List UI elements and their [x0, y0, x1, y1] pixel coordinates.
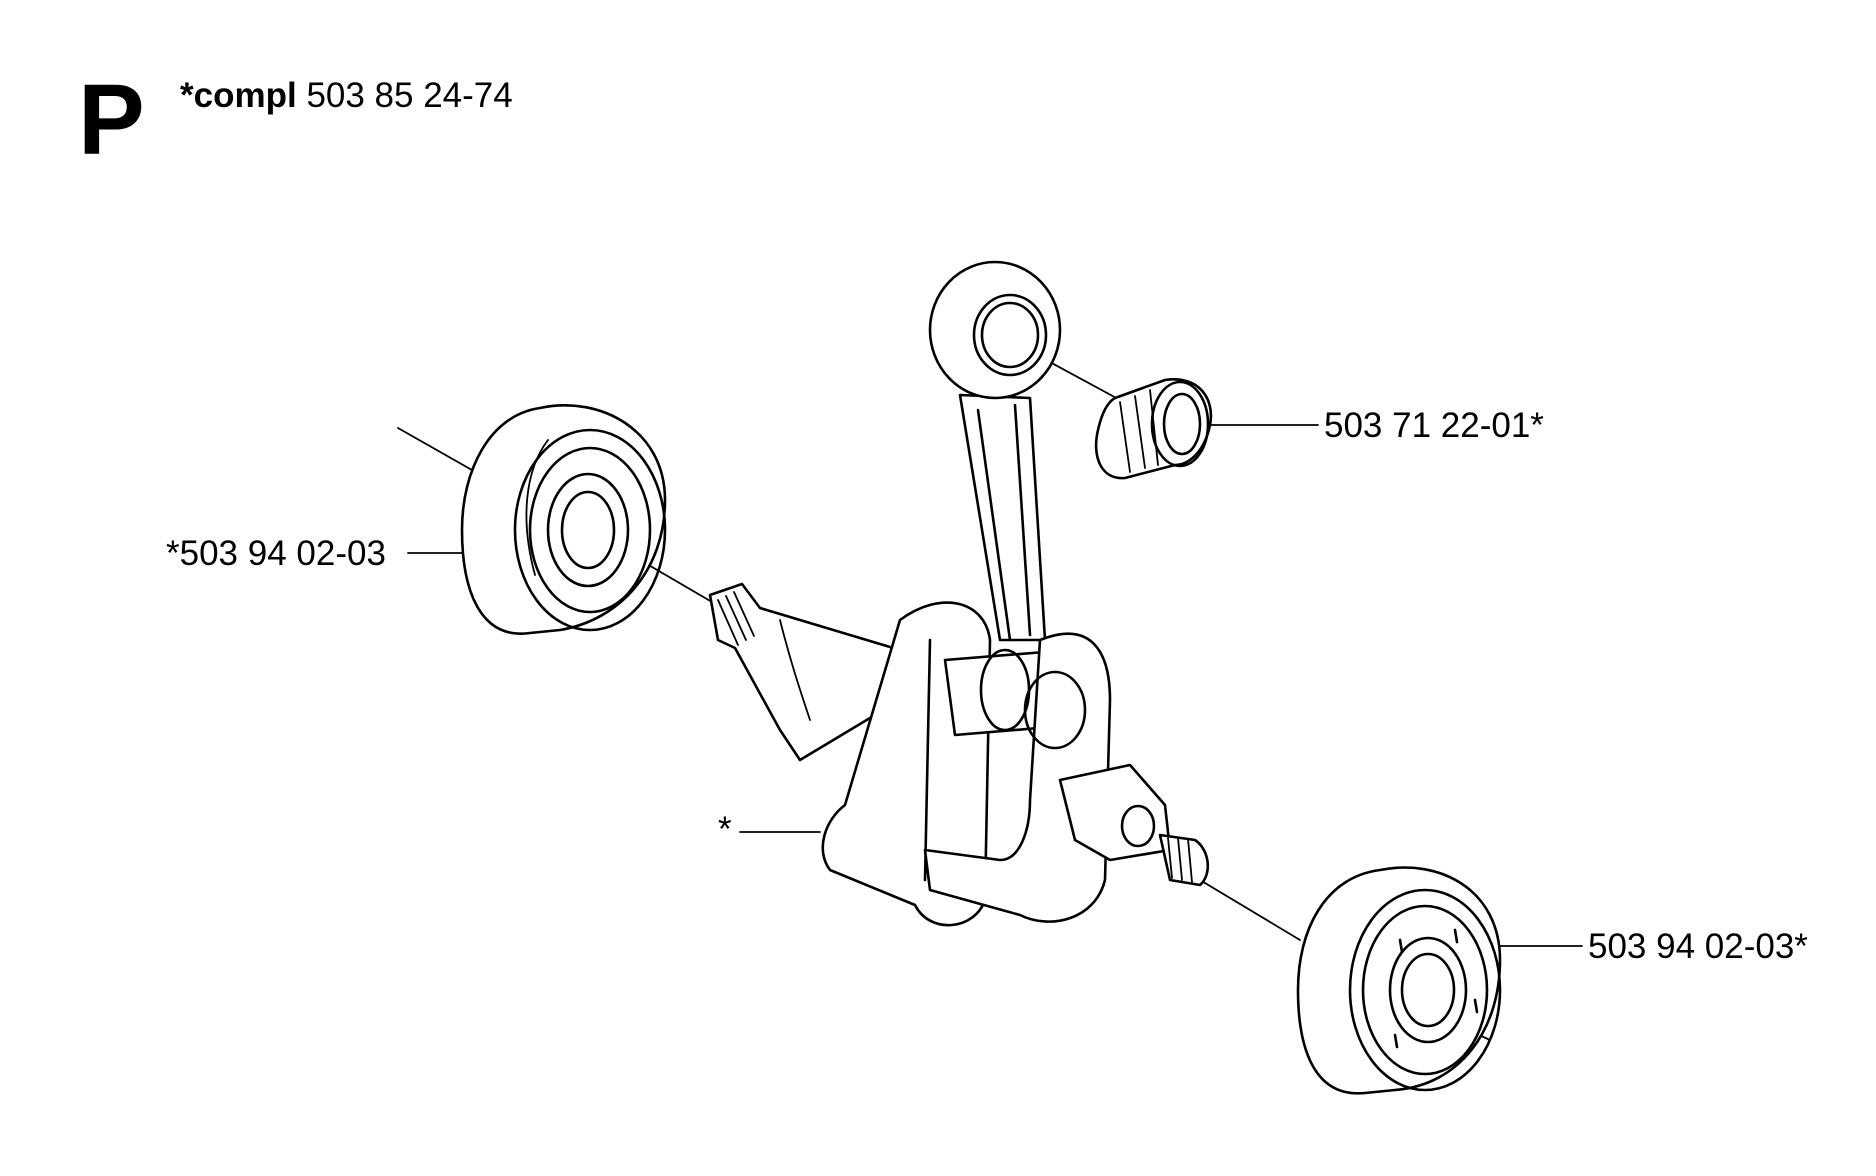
- assembly-prefix: *compl: [180, 76, 297, 115]
- needle-bearing: [1094, 378, 1213, 480]
- section-letter: P: [78, 64, 145, 176]
- right-ball-bearing: [1296, 866, 1502, 1095]
- assembly-part-number: 503 85 24-74: [306, 76, 513, 115]
- callout-right-ball-bearing: 503 94 02-03*: [1588, 927, 1808, 966]
- connecting-rod: [928, 260, 1062, 642]
- crankshaft: [708, 582, 1209, 927]
- left-ball-bearing: [460, 404, 667, 635]
- callout-needle-bearing: 503 71 22-01*: [1324, 406, 1544, 445]
- assembly-label: *compl 503 85 24-74: [180, 78, 513, 113]
- callout-crankshaft: *: [718, 810, 732, 849]
- callout-left-ball-bearing: *503 94 02-03: [166, 534, 386, 573]
